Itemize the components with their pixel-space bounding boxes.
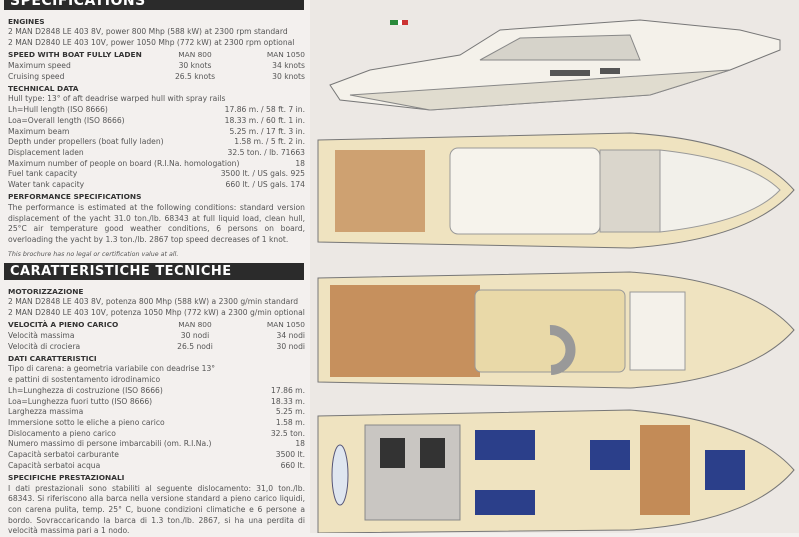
tech-row: Capacità serbatoi carburante 3500 lt. xyxy=(8,450,305,461)
tech-label: Displacement laden xyxy=(8,147,84,157)
performance-heading: PERFORMANCE SPECIFICATIONS xyxy=(8,192,142,202)
tech-value: 1.58 m. / 5 ft. 2 in. xyxy=(234,137,305,147)
tech-value: 18 xyxy=(295,158,305,168)
tech-value: 32.5 ton. xyxy=(270,428,305,438)
tech-value: 5.25 m. xyxy=(275,407,305,417)
section-title-english: SPECIFICATIONS xyxy=(4,0,304,10)
tech-row: Numero massimo di persone imbarcabili (o… xyxy=(8,439,305,450)
tech-label: Capacità serbatoi acqua xyxy=(8,460,101,470)
tech-label: Loa=Lunghezza fuori tutto (ISO 8666) xyxy=(8,396,153,406)
tech-row: Water tank capacity 660 lt. / US gals. 17… xyxy=(8,180,305,191)
tech-row: Depth under propellers (boat fully laden… xyxy=(8,137,305,148)
tech-value: 3500 lt. xyxy=(275,450,305,460)
tech-value: 18.33 m. xyxy=(271,396,305,406)
disclaimer: This brochure has no legal or certificat… xyxy=(8,250,179,258)
tech-value: 3500 lt. / US gals. 925 xyxy=(220,169,305,179)
tech-value: 17.86 m. / 58 ft. 7 in. xyxy=(224,105,305,115)
tech-value: 1.58 m. xyxy=(275,417,305,427)
tech-label: Capacità serbatoi carburante xyxy=(8,450,119,460)
engine-line: 2 MAN D2848 LE 403 8V, potenza 800 Mhp (… xyxy=(8,297,299,307)
tech-row: Maximum beam 5.25 m. / 17 ft. 3 in. xyxy=(8,127,305,138)
section-title-italian: CARATTERISTICHE TECNICHE xyxy=(4,263,304,280)
tech-value: 32.5 ton. / lb. 71663 xyxy=(227,147,305,157)
tech-label: Loa=Overall length (ISO 8666) xyxy=(8,115,125,125)
tech-row: Capacità serbatoi acqua 660 lt. xyxy=(8,461,305,472)
performance-text: I dati prestazionali sono stabiliti al s… xyxy=(8,483,305,536)
tech-label: Lh=Hull length (ISO 8666) xyxy=(8,105,108,115)
technical-heading: TECHNICAL DATA xyxy=(8,83,79,93)
tech-label: Depth under propellers (boat fully laden… xyxy=(8,137,164,147)
performance-text: The performance is estimated at the foll… xyxy=(8,202,305,245)
engines-heading: MOTORIZZAZIONE xyxy=(8,286,84,296)
english-specs: ENGINES 2 MAN D2848 LE 403 8V, power 800… xyxy=(8,15,305,260)
hull-type: e pattini di sostentamento idrodinamico xyxy=(8,375,161,385)
technical-heading: DATI CARATTERISTICI xyxy=(8,353,97,363)
tech-value: 5.25 m. / 17 ft. 3 in. xyxy=(229,126,305,136)
tech-value: 17.86 m. xyxy=(271,385,305,395)
tech-row: Lh=Hull length (ISO 8666) 17.86 m. / 58 f… xyxy=(8,105,305,116)
tech-label: Larghezza massima xyxy=(8,407,84,417)
engine-line: 2 MAN D2848 LE 403 8V, power 800 Mhp (58… xyxy=(8,27,288,37)
italian-specs: MOTORIZZAZIONE 2 MAN D2848 LE 403 8V, po… xyxy=(8,285,305,537)
tech-label: Maximum beam xyxy=(8,126,70,136)
tech-value: 660 lt. / US gals. 174 xyxy=(225,180,305,190)
tech-label: Numero massimo di persone imbarcabili (o… xyxy=(8,439,212,449)
tech-row: Fuel tank capacity 3500 lt. / US gals. 92… xyxy=(8,169,305,180)
tech-label: Immersione sotto le eliche a pieno caric… xyxy=(8,417,165,427)
engine-line: 2 MAN D2840 LE 403 10V, power 1050 Mhp (… xyxy=(8,37,295,47)
main-deck-plan xyxy=(317,132,795,249)
lower-deck-plan xyxy=(317,409,795,534)
tech-row: Displacement laden 32.5 ton. / lb. 71663 xyxy=(8,148,305,159)
engines-heading: ENGINES xyxy=(8,16,45,26)
tech-row: Immersione sotto le eliche a pieno caric… xyxy=(8,418,305,429)
tech-row: Maximum number of people on board (R.I.N… xyxy=(8,159,305,170)
tech-label: Dislocamento a pieno carico xyxy=(8,428,116,438)
hull-type: Tipo di carena: a geometria variabile co… xyxy=(8,364,216,374)
tech-label: Water tank capacity xyxy=(8,180,85,190)
tech-label: Maximum number of people on board (R.I.N… xyxy=(8,158,240,168)
engine-line: 2 MAN D2840 LE 403 10V, potenza 1050 Mhp… xyxy=(8,307,305,317)
tech-row: Lh=Lunghezza di costruzione (ISO 8666) 17… xyxy=(8,386,305,397)
side-profile-drawing xyxy=(329,19,781,111)
specs-column: SPECIFICATIONS ENGINES 2 MAN D2848 LE 40… xyxy=(0,0,310,535)
flybridge-plan xyxy=(317,271,795,389)
tech-value: 18 xyxy=(295,439,305,449)
tech-value: 18.33 m. / 60 ft. 1 in. xyxy=(224,115,305,125)
hull-type: Hull type: 13° of aft deadrise warped hu… xyxy=(8,94,226,104)
tech-label: Fuel tank capacity xyxy=(8,169,78,179)
tech-row: Loa=Overall length (ISO 8666) 18.33 m. / … xyxy=(8,116,305,127)
tech-row: Loa=Lunghezza fuori tutto (ISO 8666) 18.3… xyxy=(8,397,305,408)
performance-heading: SPECIFICHE PRESTAZIONALI xyxy=(8,472,125,482)
tech-value: 660 lt. xyxy=(280,460,305,470)
yacht-drawings xyxy=(310,0,799,534)
tech-label: Lh=Lunghezza di costruzione (ISO 8666) xyxy=(8,385,163,395)
tech-row: Dislocamento a pieno carico 32.5 ton. xyxy=(8,429,305,440)
tech-row: Larghezza massima 5.25 m. xyxy=(8,407,305,418)
